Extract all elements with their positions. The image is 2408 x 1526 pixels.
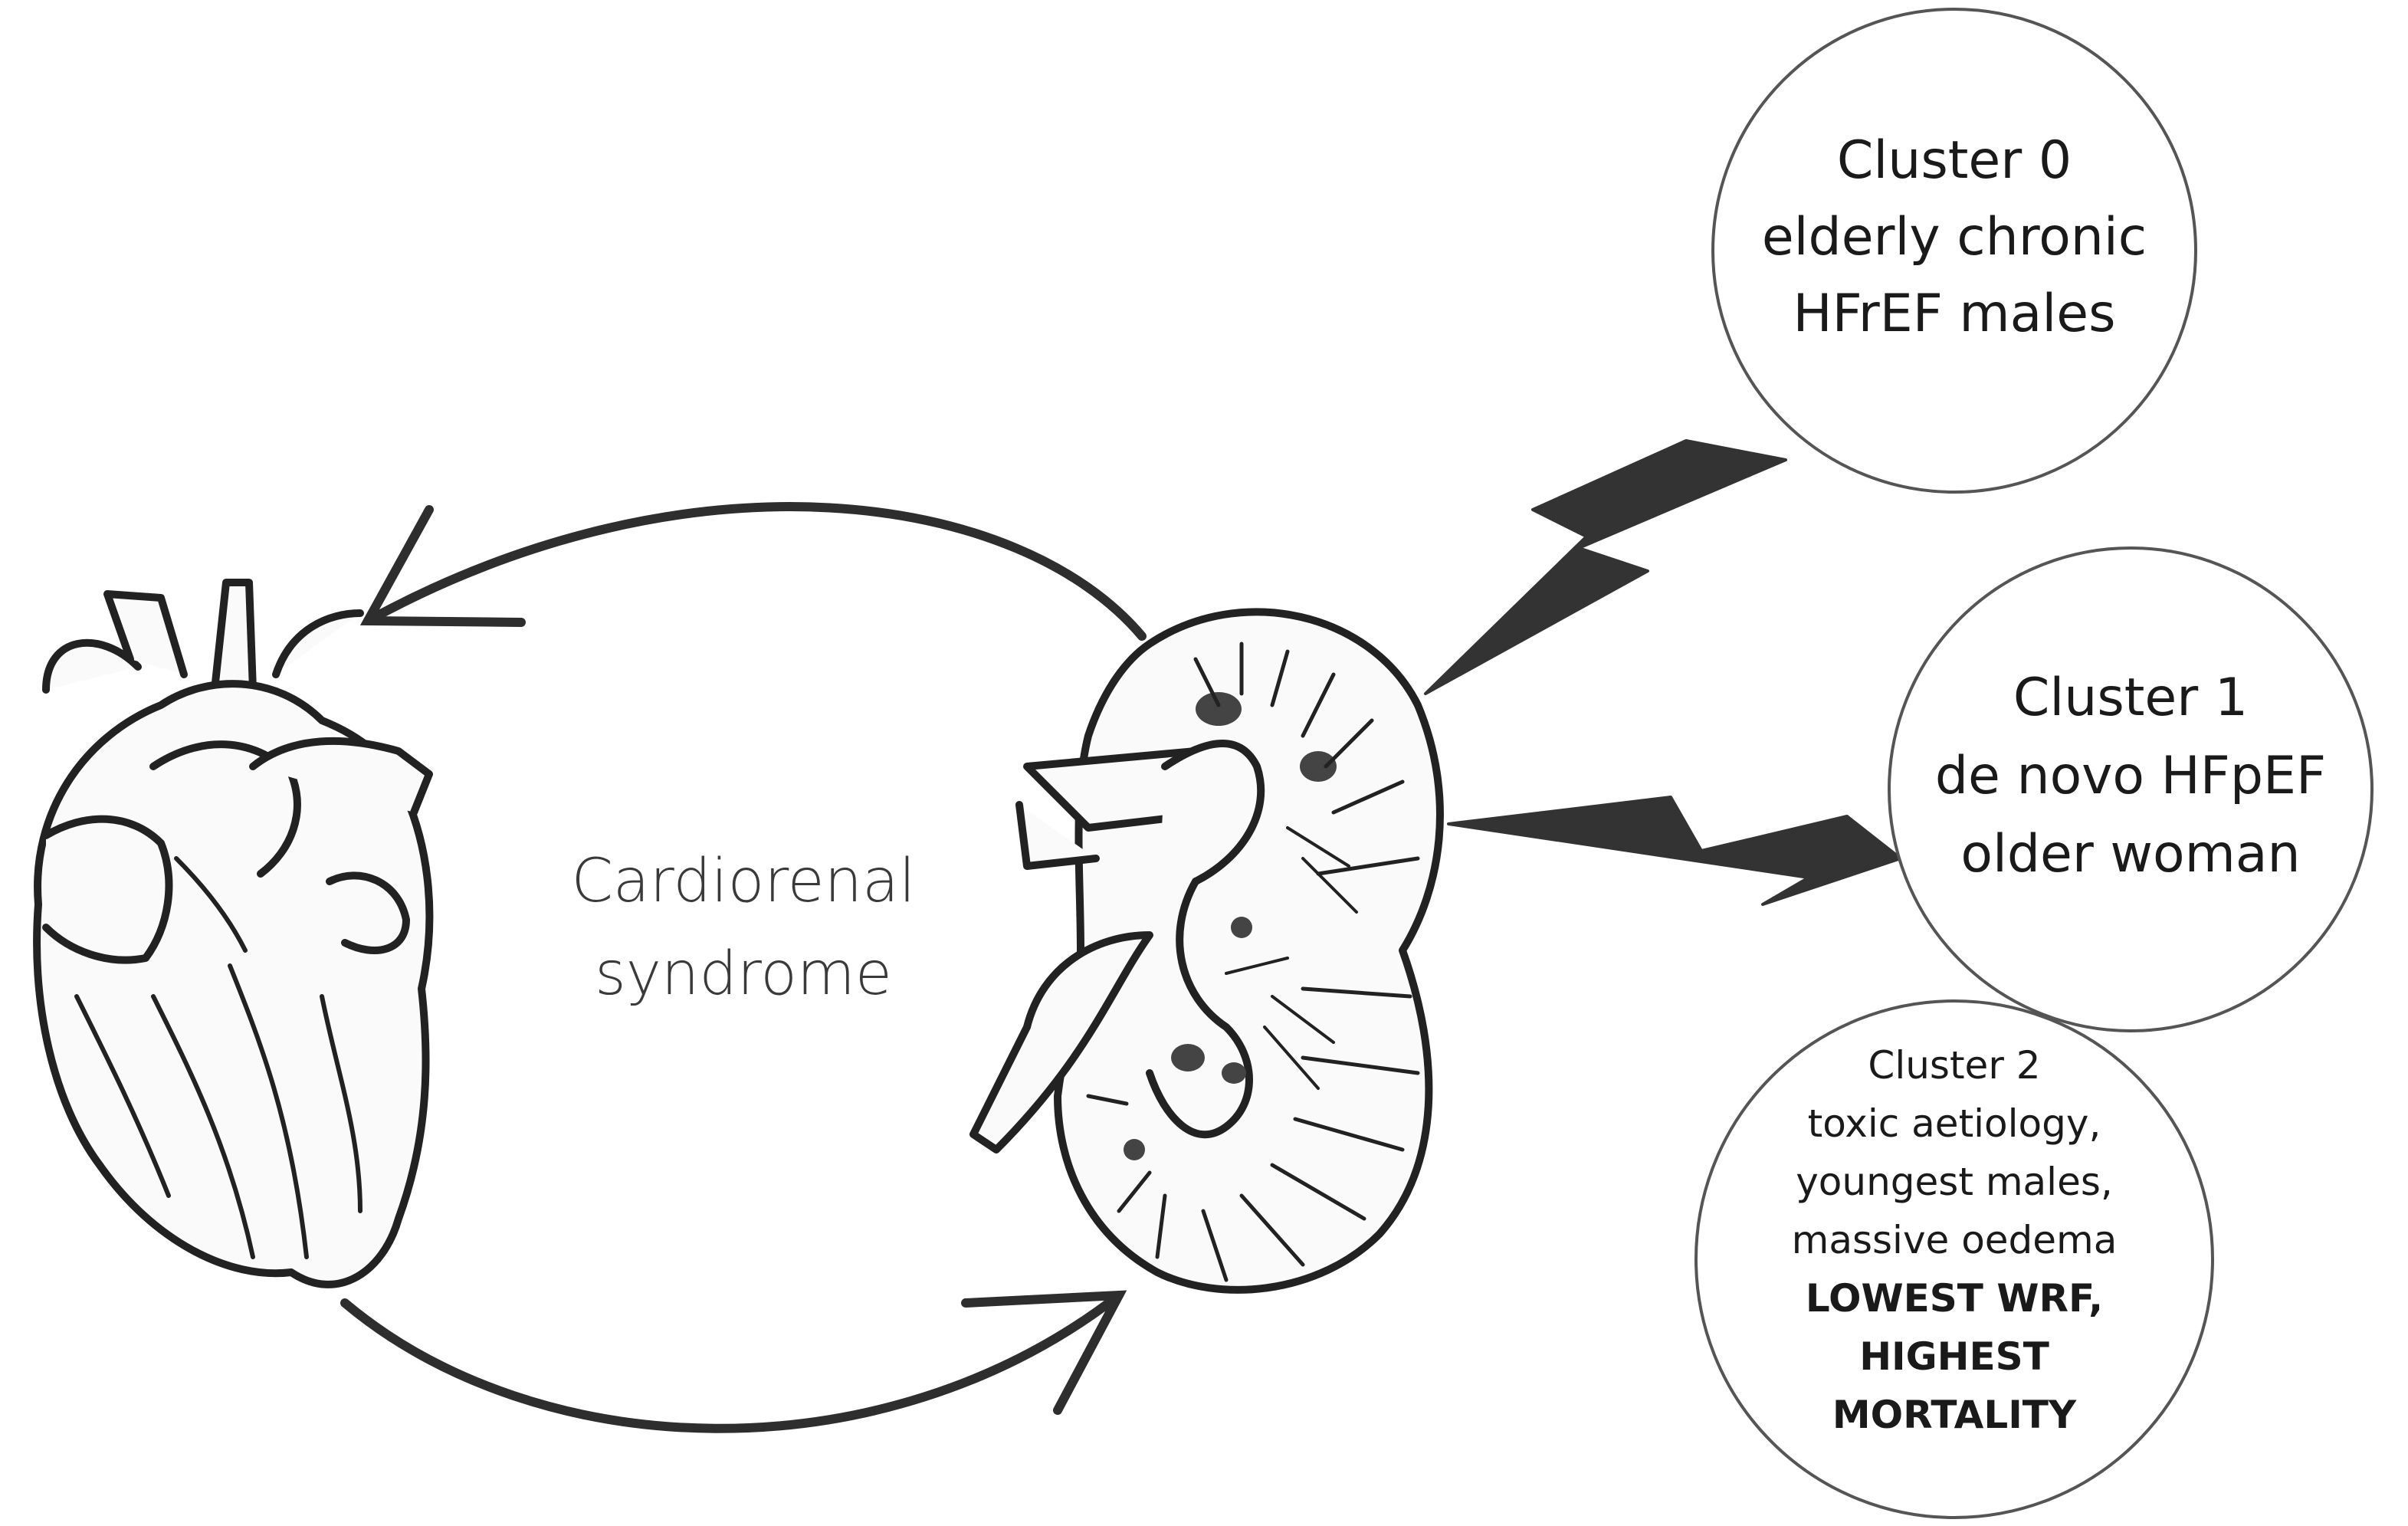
cluster-0-text: Cluster 0 elderly chronic HFrEF males <box>1709 123 2200 353</box>
cluster-2-circle <box>1694 999 2214 1519</box>
cluster-0-circle <box>1711 8 2197 494</box>
cluster-2-desc-3: massive oedema <box>1791 1218 2118 1262</box>
cycle-arrow-bottom <box>340 1290 1127 1433</box>
cluster-0-title: Cluster 0 <box>1836 130 2072 191</box>
kidney-illustration <box>969 608 1444 1294</box>
cluster-1-text: Cluster 1 de novo HFpEF older woman <box>1885 659 2376 894</box>
cluster-2-emphasis-3: MORTALITY <box>1832 1393 2077 1437</box>
center-label-line-2: syndrome <box>595 939 892 1009</box>
cluster-2-desc-1: toxic aetiology, <box>1807 1101 2101 1146</box>
cardiorenal-syndrome-label: Cardiorenal syndrome <box>490 835 996 1021</box>
cluster-2-emphasis-1: LOWEST WRF, <box>1805 1276 2104 1321</box>
cluster-2-emphasis-2: HIGHEST <box>1859 1334 2049 1379</box>
cluster-2-desc-2: youngest males, <box>1796 1160 2113 1204</box>
cluster-1-title: Cluster 1 <box>2013 668 2249 728</box>
cluster-1-circle <box>1888 546 2374 1032</box>
cluster-0-desc-2: HFrEF males <box>1793 284 2116 344</box>
cycle-arrow-top <box>359 502 1147 641</box>
cluster-1-desc-2: older woman <box>1960 824 2301 884</box>
center-label-line-1: Cardiorenal <box>571 847 916 916</box>
cluster-1-desc-1: de novo HFpEF <box>1934 746 2327 806</box>
cluster-2-title: Cluster 2 <box>1868 1043 2041 1088</box>
cluster-0-desc-1: elderly chronic <box>1761 207 2147 267</box>
heart-illustration <box>33 579 434 1288</box>
lightning-bolt-icon <box>1424 439 1902 906</box>
cluster-2-text: Cluster 2 toxic aetiology, youngest male… <box>1709 1036 2200 1444</box>
